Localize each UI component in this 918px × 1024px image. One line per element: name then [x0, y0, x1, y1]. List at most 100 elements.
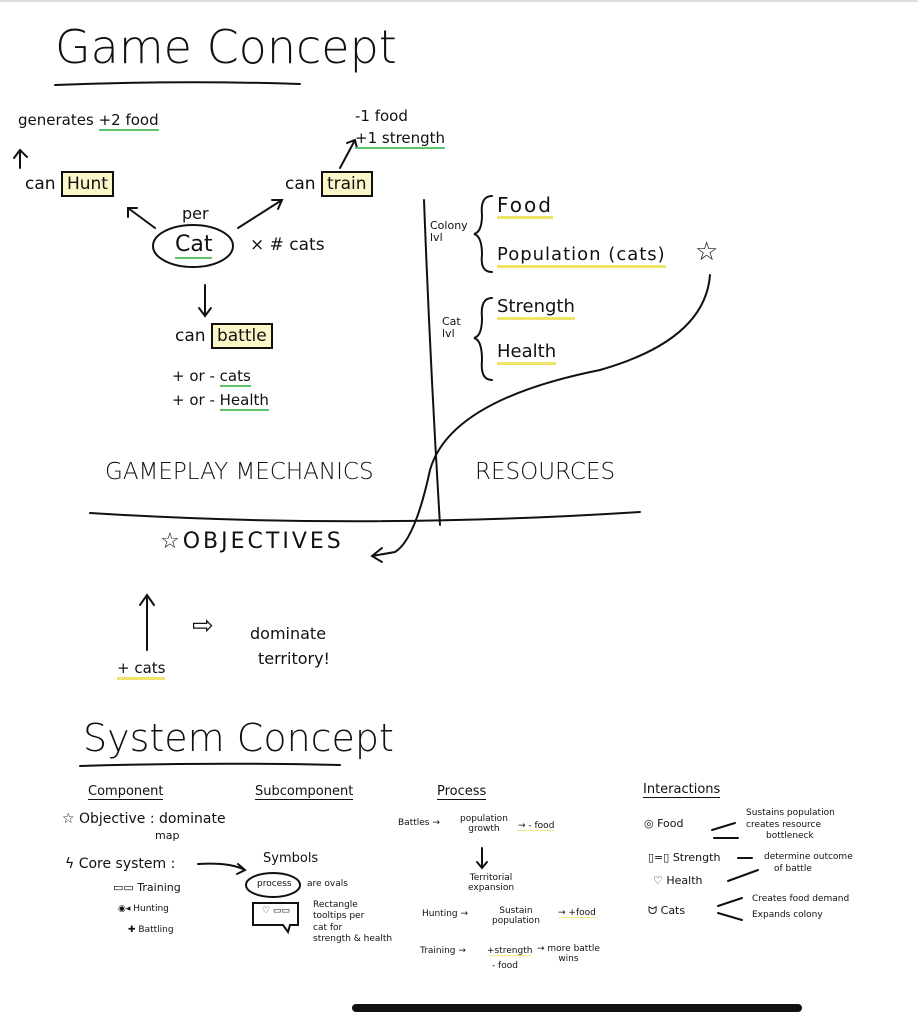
cat-level-label: Cat lvl: [442, 315, 461, 341]
tooltip-line: strength & health: [313, 933, 393, 944]
interaction-health: ♡ Health: [653, 874, 702, 887]
arrows-cats: [717, 897, 743, 921]
battle-health: + or - Health: [172, 391, 269, 411]
top-border: [0, 0, 918, 2]
sh-outcome: determine outcome: [764, 852, 853, 862]
goal-line-2: territory!: [258, 649, 330, 668]
goal-line-1: dominate: [250, 624, 327, 643]
arrow-to-train: [237, 199, 284, 229]
objectives-heading: ☆OBJECTIVES: [160, 529, 344, 554]
battle-cats: + or - cats: [172, 367, 251, 387]
hunt-effect-value: +2 food: [98, 111, 159, 131]
arrows-food: [711, 822, 739, 839]
heart-icon: ♡: [653, 874, 667, 887]
core-text: Core system :: [78, 856, 176, 872]
per-label: per: [182, 204, 209, 223]
resource-strength: Strength: [497, 297, 575, 320]
star-icon: ☆: [695, 237, 719, 267]
system-title-underline: [79, 762, 341, 767]
hunt-prefix: can: [25, 174, 56, 194]
symbols-label: Symbols: [263, 851, 319, 866]
process-oval-label: process: [257, 879, 292, 889]
subcomponent-heading: Subcomponent: [255, 784, 354, 801]
tooltip-line: cat for: [313, 922, 343, 933]
cat-multiplier: × # cats: [250, 235, 325, 255]
game-concept-title: Game Concept: [55, 20, 397, 74]
hunt-effect: generates +2 food: [18, 111, 159, 131]
tooltip-icon: [252, 902, 299, 935]
dumbbell-icon: ▯=▯: [648, 851, 673, 864]
home-indicator[interactable]: [352, 1004, 802, 1012]
resource-health: Health: [497, 342, 557, 365]
train-box: train: [320, 171, 373, 197]
component-core: ϟ Core system :: [65, 856, 176, 872]
cats-outcome: Expands colony: [752, 910, 823, 921]
battle-prefix-1: + or -: [172, 367, 215, 385]
sustain-1: Sustain: [499, 906, 533, 916]
resource-food: Food: [497, 193, 553, 219]
tooltip-line: tooltips per: [313, 911, 365, 922]
territorial-1: Territorial: [469, 873, 513, 883]
process-oval: [245, 872, 301, 898]
cats-outcome: Creates food demand: [752, 894, 850, 904]
divider-horizontal: [89, 511, 641, 523]
process-hunting: Hunting →: [422, 909, 469, 919]
lightning-icon: ϟ: [65, 856, 75, 872]
battle-prefix-2: + or -: [172, 391, 215, 409]
food-label: Food: [657, 817, 684, 830]
cat-label: Cat: [175, 232, 213, 260]
resources-heading: RESOURCES: [475, 459, 616, 485]
process-training: Training →: [420, 946, 466, 956]
hollow-arrow-icon: ⇨: [192, 611, 214, 641]
train-effect-1: -1 food: [355, 107, 408, 125]
colony-level-label: Colony lvl: [430, 219, 468, 245]
food-outcome: creates resource: [746, 819, 822, 830]
title-underline: [54, 81, 301, 86]
objectives-label: OBJECTIVES: [182, 529, 344, 554]
system-concept-title: System Concept: [83, 716, 394, 760]
battle-box: battle: [210, 323, 273, 349]
cat-oval: [152, 224, 234, 268]
core-item-battling: ✚ Battling: [128, 925, 174, 936]
heart-dumbbell-icon: ♡ ▭▭: [262, 906, 290, 916]
process-minus-food: → - food: [518, 821, 555, 832]
process-minus-food-2: - food: [492, 961, 519, 971]
cat-icon: ᗢ: [648, 904, 661, 917]
star-icon: ☆: [160, 529, 183, 554]
arrow-up-objectives: [139, 593, 155, 651]
component-objective: ☆ Objective : dominate: [62, 811, 226, 827]
process-heading: Process: [437, 784, 487, 801]
interaction-food: ◎ Food: [644, 817, 684, 830]
process-plus-strength: +strength: [487, 946, 533, 957]
fish-icon: ◉◂: [118, 904, 134, 914]
process-battles: Battles →: [398, 818, 440, 828]
divider-vertical: [423, 199, 441, 526]
interaction-cats: ᗢ Cats: [648, 904, 685, 917]
battle-health-value: Health: [219, 391, 269, 411]
core-item-hunting: ◉◂ Hunting: [118, 904, 169, 915]
objective-cats: + cats: [117, 660, 166, 680]
arrow-down-process: [476, 847, 488, 870]
component-objective-2: map: [155, 829, 180, 842]
more-wins-1: → more battle: [537, 944, 600, 954]
arrow-core-to-symbols: [197, 862, 247, 875]
star-icon: ☆: [62, 811, 75, 827]
process-desc: are ovals: [307, 879, 348, 889]
component-heading: Component: [88, 784, 164, 801]
arrow-to-hunt: [127, 207, 156, 229]
battle-prefix: can: [175, 326, 206, 346]
arrow-to-battle: [198, 284, 212, 318]
dumbbell-icon: ▭▭: [113, 881, 138, 894]
brace-cat: [473, 297, 493, 381]
interactions-heading: Interactions: [643, 782, 721, 799]
interaction-strength: ▯=▯ Strength: [648, 851, 720, 864]
gameplay-mechanics-heading: GAMEPLAY MECHANICS: [105, 459, 374, 485]
food-bag-icon: ◎: [644, 817, 658, 830]
